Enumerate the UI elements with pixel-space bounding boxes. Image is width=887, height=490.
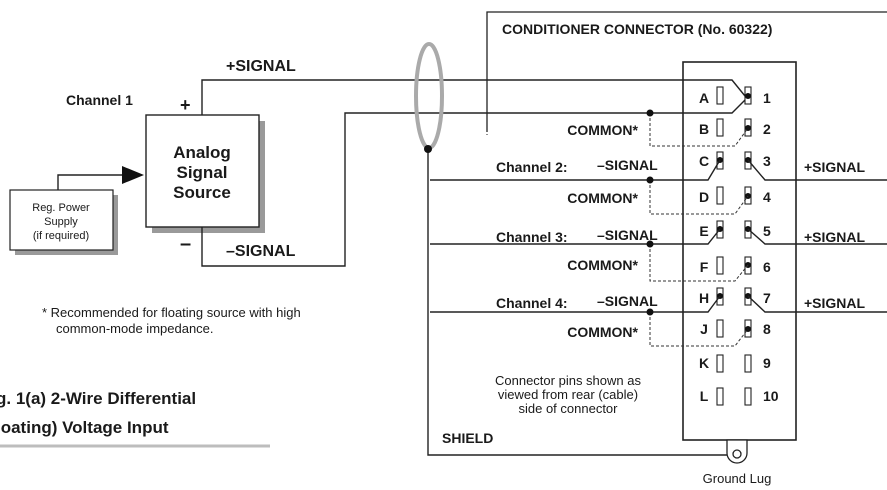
analog-signal-source [145,114,260,228]
ch1-plus-wire [201,79,746,115]
pin-letter: F [700,259,709,275]
common-label: COMMON* [567,324,638,340]
cable-twist [414,42,444,150]
source-line3: Source [173,183,231,202]
pin-number: 1 [763,90,771,106]
pin-number: 10 [763,388,779,404]
pin-letter: H [699,290,709,306]
power-line2: Supply [44,216,78,228]
pin-number: 9 [763,355,771,371]
channel4-label: Channel 4: [496,295,568,311]
channel4-pos: +SIGNAL [804,295,866,311]
pin-letter: D [699,189,709,205]
power-line3: (if required) [33,230,89,242]
pin-letter: K [699,355,709,371]
source-line1: Analog [173,143,231,162]
pin-number: 5 [763,223,771,239]
channel3-neg: –SIGNAL [597,227,658,243]
ch1-minus-signal: –SIGNAL [226,243,296,260]
shield-wire [427,149,737,456]
pin-number: 4 [763,189,771,205]
pin-note-line1: Connector pins shown as [495,373,641,388]
power-line1: Reg. Power [32,202,90,214]
arrow-icon [122,166,144,184]
common-label: COMMON* [567,190,638,206]
ch1-plus-signal: +SIGNAL [226,58,296,75]
channel3-pos: +SIGNAL [804,229,866,245]
footnote-line2: common-mode impedance. [56,321,214,336]
pin-letter: A [699,90,709,106]
channel2-neg: –SIGNAL [597,157,658,173]
pin-note-line2: viewed from rear (cable) [498,387,638,402]
pin-letter: C [699,153,709,169]
connector-title: CONDITIONER CONNECTOR (No. 60322) [502,21,772,37]
pin-number: 8 [763,321,771,337]
channel2-label: Channel 2: [496,159,568,175]
pin-numbers: 1 2 3 4 5 6 7 8 9 10 [763,90,779,404]
pin-letter: E [699,223,708,239]
connector-body [682,61,797,441]
channel3-label: Channel 3: [496,229,568,245]
pin-letter: L [700,388,709,404]
pin-number: 2 [763,121,771,137]
footnote-line1: * Recommended for floating source with h… [42,305,301,320]
common-label: COMMON* [567,122,638,138]
common-label: COMMON* [567,257,638,273]
minus-sign: – [180,233,191,255]
pin-number: 3 [763,153,771,169]
pin-number: 7 [763,290,771,306]
plus-sign: + [180,95,191,115]
channel4-neg: –SIGNAL [597,293,658,309]
pin-number: 6 [763,259,771,275]
power-supply [9,189,114,251]
channel1-label: Channel 1 [66,92,133,108]
pin-letter: J [700,321,708,337]
channel2-pos: +SIGNAL [804,159,866,175]
caption-line2: loating) Voltage Input [0,418,169,437]
pin-letters: A B C D E F H J K L [699,90,709,404]
pin-letter: B [699,121,709,137]
shield-label: SHIELD [442,430,493,446]
caption-line1: g. 1(a) 2-Wire Differential [0,389,196,408]
ground-lug-label: Ground Lug [703,471,772,486]
ch1-minus-wire [201,98,747,267]
pin-note-line3: side of connector [518,401,618,416]
source-line2: Signal [176,163,227,182]
